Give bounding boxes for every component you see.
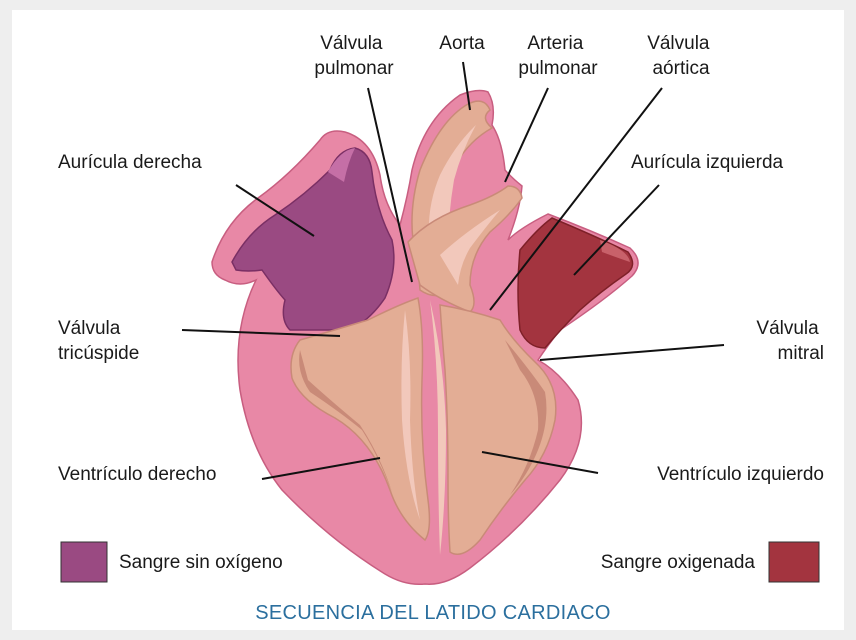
legend-label-oxygenated: Sangre oxigenada — [601, 552, 756, 573]
label-auricula-derecha: Aurícula derecha — [58, 152, 202, 173]
label-valvula-aortica: Válvula aórtica — [647, 33, 715, 79]
legend-swatch-deoxygenated — [61, 542, 107, 582]
label-arteria-pulmonar: Arteria pulmonar — [518, 33, 598, 79]
leader-valvula-mitral — [540, 345, 724, 360]
leader-arteria-pulmonar — [505, 88, 548, 182]
label-auricula-izquierda: Aurícula izquierda — [631, 152, 784, 173]
diagram-caption: SECUENCIA DEL LATIDO CARDIACO — [255, 602, 610, 624]
label-valvula-tricuspide: Válvula tricúspide — [58, 318, 139, 364]
label-valvula-pulmonar: Válvula pulmonar — [314, 33, 394, 79]
label-ventriculo-izquierdo: Ventrículo izquierdo — [657, 464, 824, 485]
label-aorta: Aorta — [439, 33, 485, 54]
label-valvula-mitral: Válvula mitral — [756, 318, 824, 364]
legend-swatch-oxygenated — [769, 542, 819, 582]
label-ventriculo-derecho: Ventrículo derecho — [58, 464, 216, 485]
legend-label-deoxygenated: Sangre sin oxígeno — [119, 552, 283, 573]
